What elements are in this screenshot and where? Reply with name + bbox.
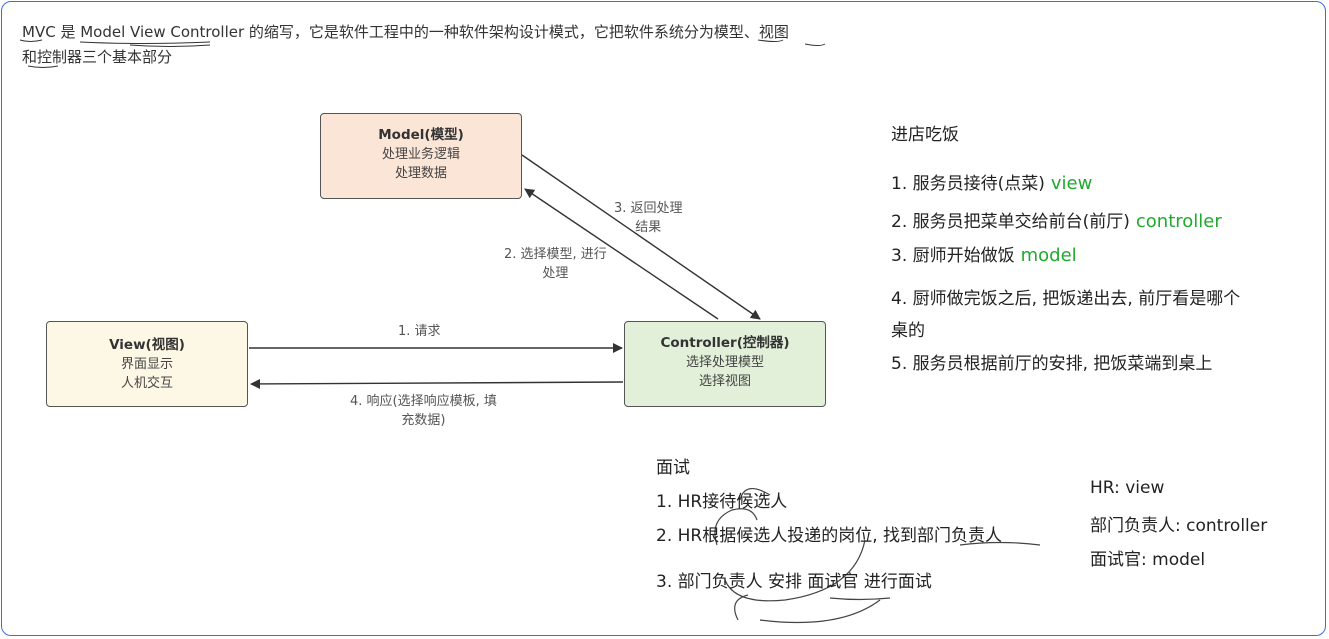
intro-underline-marks [19,39,826,68]
interview-item-3: 3. 部门负责人 安排 面试官 进行面试 [656,572,932,592]
controller-box: Controller(控制器) 选择处理模型 选择视图 [624,321,826,407]
model-line-1: 处理业务逻辑 [381,147,460,162]
intro-line-1: MVC 是 Model View Controller 的缩写，它是软件工程中的… [22,23,789,41]
return-result-label: 3. 返回处理 结果 [614,199,683,237]
arrow-return-result [521,154,761,320]
restaurant-item-4: 4. 厨师做完饭之后, 把饭递出去, 前厅看是哪个 [891,289,1241,309]
model-box: Model(模型) 处理业务逻辑 处理数据 [320,113,522,199]
request-label: 1. 请求 [398,324,441,339]
response-label: 4. 响应(选择响应模板, 填 充数据) [350,392,497,430]
interview-item-2: 2. HR根据候选人投递的岗位, 找到部门负责人 [656,526,1003,546]
controller-title: Controller(控制器) [660,335,790,351]
intro-line-2: 和控制器三个基本部分 [22,48,173,66]
restaurant-item-4-cont: 桌的 [891,321,925,341]
return-result-label-1: 3. 返回处理 [614,201,683,216]
restaurant-item-5: 5. 服务员根据前厅的安排, 把饭菜端到桌上 [891,354,1213,374]
restaurant-title: 进店吃饭 [891,125,959,145]
return-result-label-2: 结果 [635,220,662,235]
interview-curve-2 [724,539,1041,602]
model-line-2: 处理数据 [394,166,447,181]
select-model-label-1: 2. 选择模型, 进行 [504,247,607,262]
model-title: Model(模型) [378,127,464,143]
arrow-response [250,378,624,389]
restaurant-item-2: 2. 服务员把菜单交给前台(前厅)controller [891,211,1222,232]
view-line-1: 界面显示 [120,357,173,372]
response-label-2: 充数据) [401,413,446,428]
controller-line-1: 选择处理模型 [685,355,764,370]
mapping-item-1: HR: view [1090,478,1165,498]
interview-curve-1 [714,488,771,546]
select-model-label-2: 处理 [542,266,569,281]
controller-line-2: 选择视图 [698,374,751,389]
mapping-item-3: 面试官: model [1090,550,1206,570]
view-title: View(视图) [109,337,185,353]
interview-item-1: 1. HR接待候选人 [656,492,788,512]
mapping-item-2: 部门负责人: controller [1090,516,1268,536]
select-model-label: 2. 选择模型, 进行 处理 [504,245,607,283]
view-line-2: 人机交互 [120,376,173,391]
response-label-1: 4. 响应(选择响应模板, 填 [350,394,497,409]
interview-title: 面试 [656,458,690,478]
interview-underline [829,597,891,601]
restaurant-item-1: 1. 服务员接待(点菜)view [891,173,1093,194]
arrow-select-model [524,188,719,320]
view-box: View(视图) 界面显示 人机交互 [46,321,248,407]
interview-curve-3 [734,594,881,624]
intro-text: MVC 是 Model View Controller 的缩写，它是软件工程中的… [22,20,789,70]
